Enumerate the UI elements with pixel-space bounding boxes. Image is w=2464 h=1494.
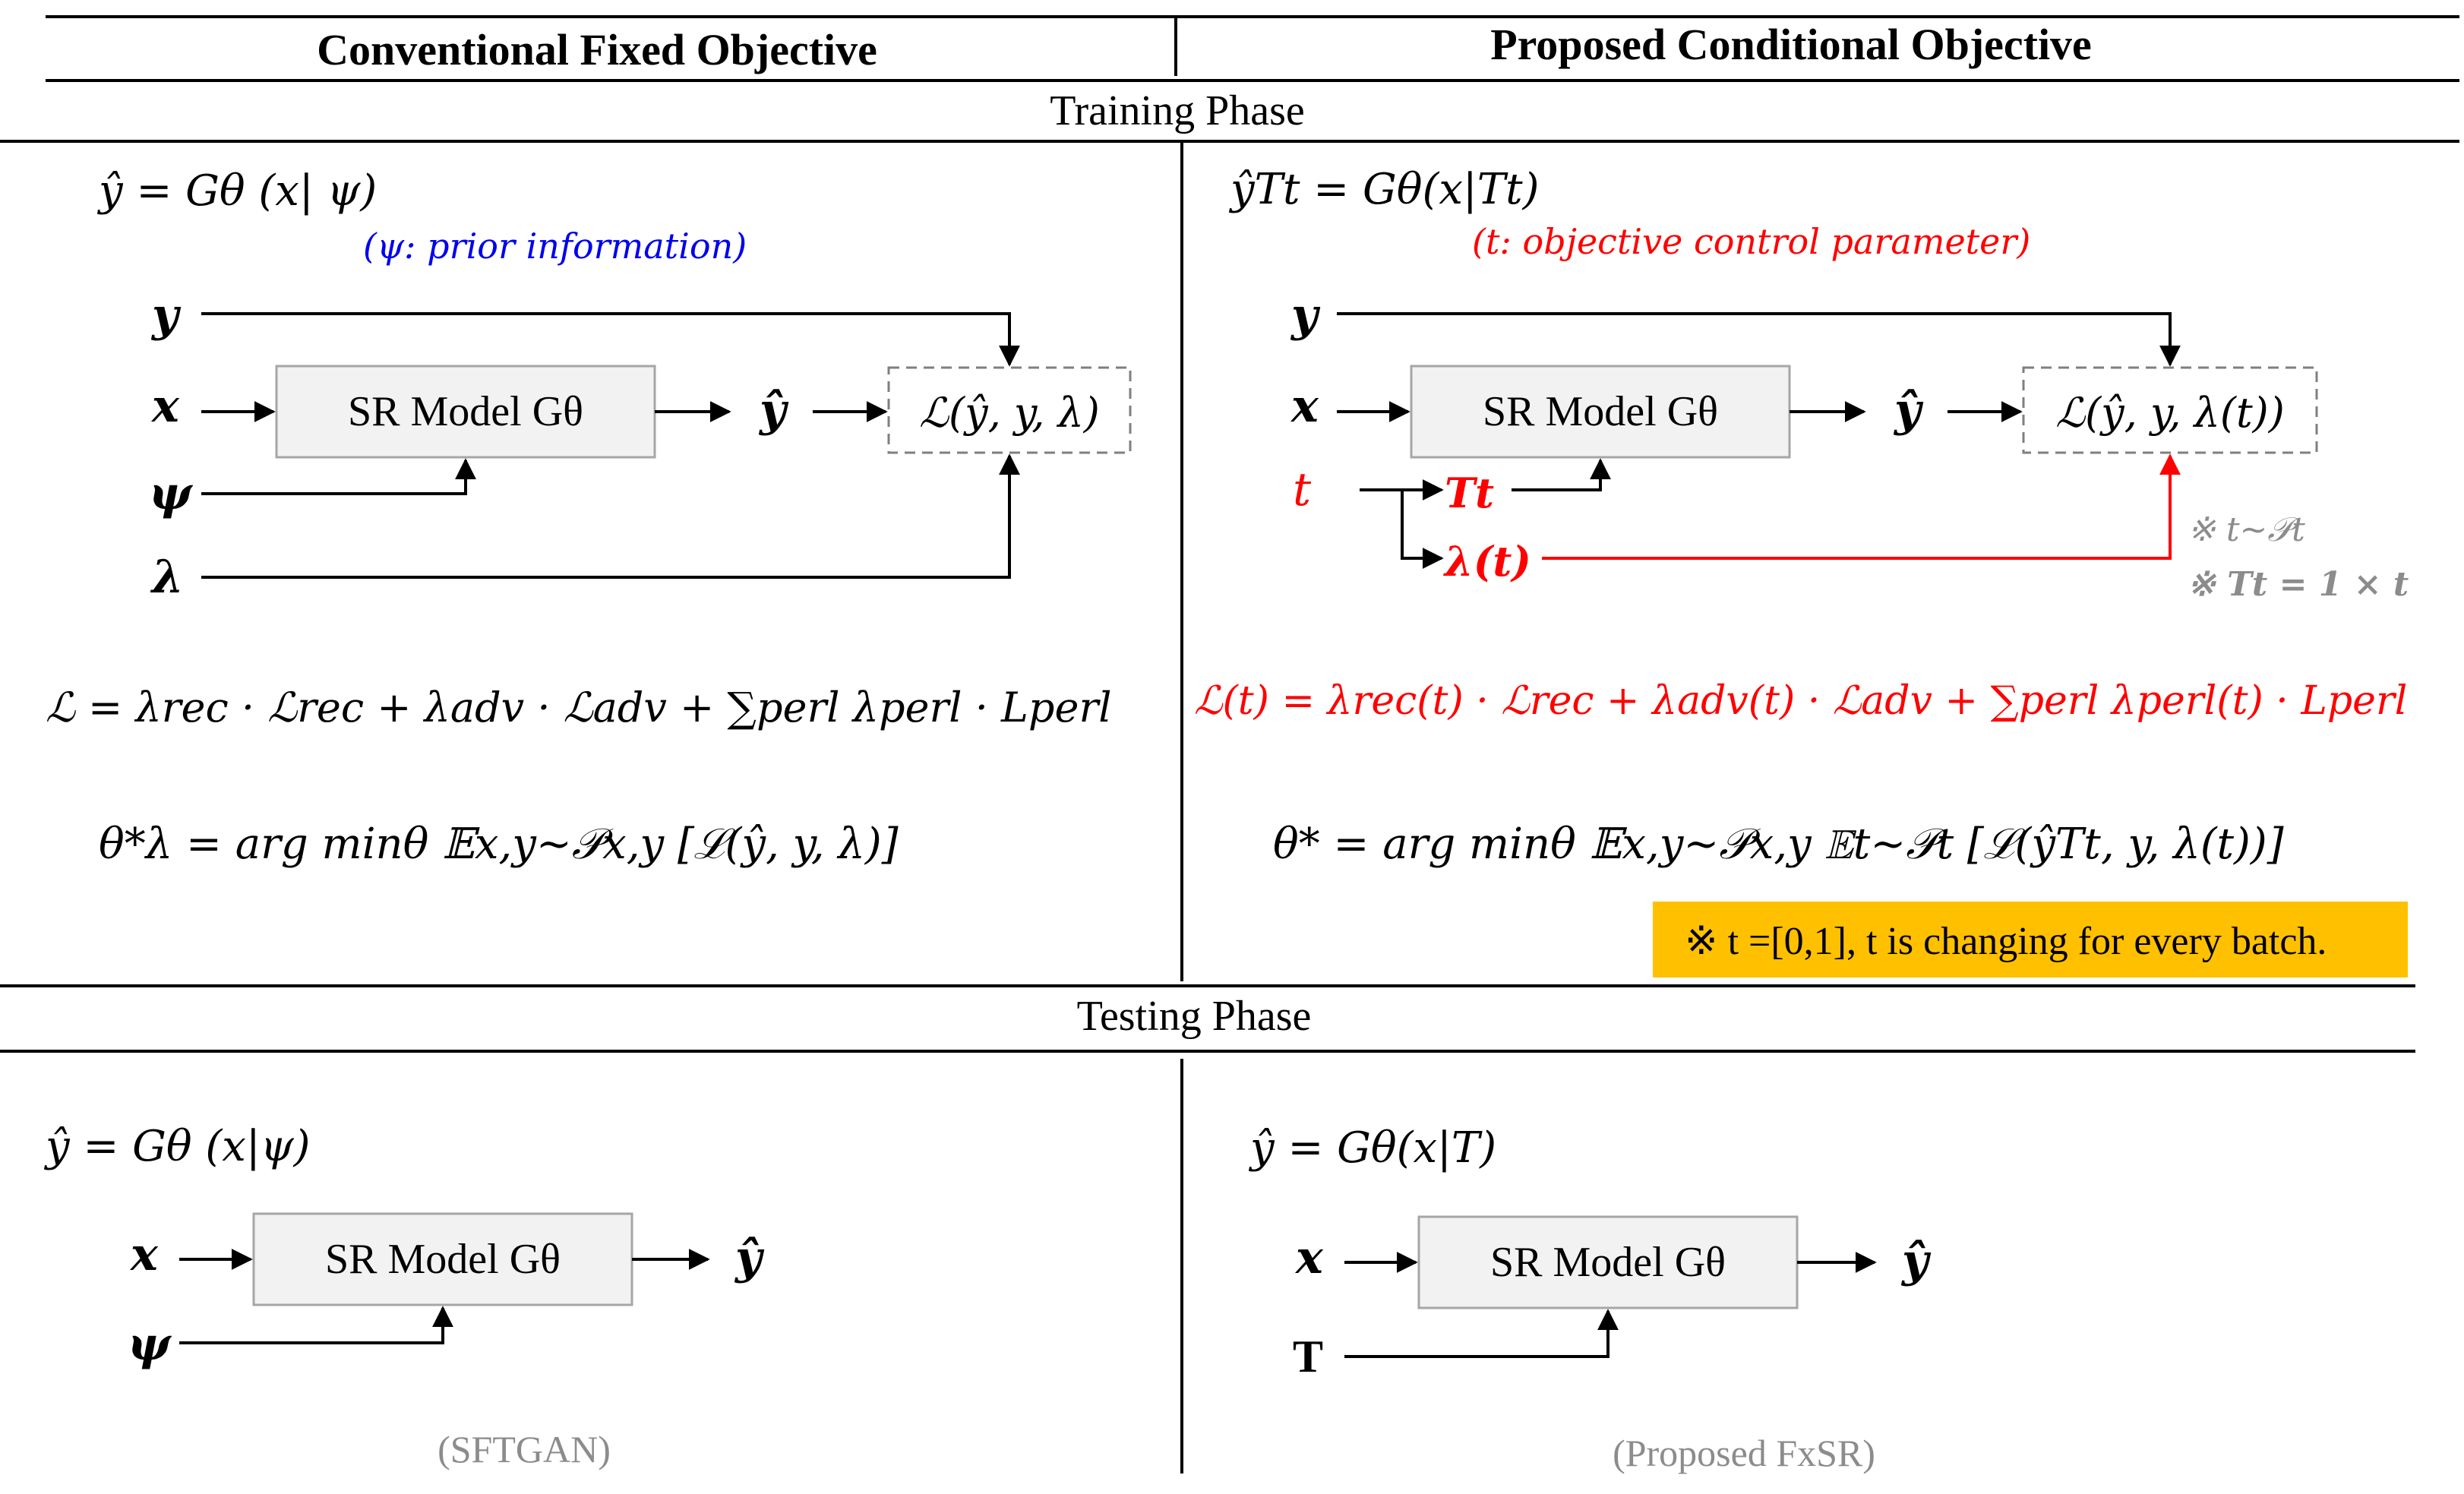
input-lambda: λ xyxy=(150,551,184,604)
testing-proposed: ŷ = Gθ(x|T) x T SR Model Gθ ŷ (Proposed … xyxy=(1248,1123,1932,1474)
arrow-lambda-to-loss xyxy=(201,453,1020,579)
generator-equation: ŷ = Gθ (x| ψ) xyxy=(96,166,377,216)
input-psi: ψ xyxy=(128,1318,172,1371)
sr-model-box xyxy=(1410,365,1791,459)
sr-model-label: SR Model Gθ xyxy=(1490,1239,1726,1286)
caption-fxsr: (Proposed FxSR) xyxy=(1613,1432,1875,1474)
loss-box xyxy=(2022,366,2318,454)
training-conventional: ŷ = Gθ (x| ψ) (ψ: prior information) y x… xyxy=(46,166,1132,869)
arrow-y-to-loss xyxy=(201,312,1020,367)
input-T: T xyxy=(1293,1331,1323,1382)
optimal-theta-equation: θ*λ = arg minθ 𝔼x,y~𝒫x,y [ℒ(ŷ, y, λ)] xyxy=(99,820,899,869)
sr-model-box xyxy=(1417,1215,1799,1309)
batch-note: ※ t =[0,1], t is changing for every batc… xyxy=(1685,920,2327,963)
input-x: x xyxy=(1294,1231,1324,1284)
input-y: y xyxy=(150,289,182,342)
arrow-T-to-model xyxy=(1344,1309,1619,1358)
input-psi: ψ xyxy=(149,467,194,520)
arrow-y-to-loss xyxy=(1337,312,2181,367)
input-t: t xyxy=(1293,463,1312,516)
conditional-loss-equation: ℒ(t) = λrec(t) · ℒrec + λadv(t) · ℒadv +… xyxy=(1194,678,2407,724)
sr-model-label: SR Model Gθ xyxy=(325,1236,561,1283)
arrow-lambda-t-to-loss xyxy=(1542,453,2181,560)
loss-equation: ℒ = λrec · ℒrec + λadv · ℒadv + ∑perl λp… xyxy=(46,684,1112,731)
header-proposed: Proposed Conditional Objective xyxy=(1490,20,2092,69)
header-conventional: Conventional Fixed Objective xyxy=(317,25,877,74)
control-parameter-note: (t: objective control parameter) xyxy=(1472,221,2030,262)
testing-conventional: ŷ = Gθ (x|ψ) x ψ SR Model Gθ ŷ (SFTGAN) xyxy=(43,1122,765,1470)
frame-lines xyxy=(0,15,2459,1473)
caption-sftgan: (SFTGAN) xyxy=(438,1428,611,1470)
header-testing-phase: Testing Phase xyxy=(1077,993,1312,1040)
output-y-hat: ŷ xyxy=(1893,384,1924,437)
batch-note-highlight xyxy=(1653,902,2408,978)
input-x: x xyxy=(150,380,180,433)
condition-definition-note: ※ Tt = 1 × t xyxy=(2188,565,2409,604)
condition-tensor-label: Tt xyxy=(1445,469,1494,517)
output-y-hat: ŷ xyxy=(1900,1234,1932,1287)
arrow-t-to-lambda xyxy=(1401,490,1444,569)
arrow-psi-to-model xyxy=(201,458,476,495)
sr-model-label: SR Model Gθ xyxy=(348,388,583,435)
test-generator-equation: ŷ = Gθ (x|ψ) xyxy=(43,1122,310,1171)
header-training-phase: Training Phase xyxy=(1050,87,1305,134)
arrow-psi-to-model xyxy=(179,1306,453,1344)
input-x: x xyxy=(129,1228,159,1281)
sr-model-box xyxy=(275,365,656,459)
loss-label: ℒ(ŷ, y, λ(t)) xyxy=(2055,389,2285,437)
loss-label: ℒ(ŷ, y, λ) xyxy=(919,389,1100,437)
output-y-hat: ŷ xyxy=(734,1231,765,1284)
conditional-theta-equation: θ* = arg minθ 𝔼x,y~𝒫x,y 𝔼t~𝒫t [ℒ(ŷTt, y,… xyxy=(1273,820,2284,869)
sr-model-label: SR Model Gθ xyxy=(1483,388,1718,435)
input-x: x xyxy=(1290,380,1319,433)
prior-information-note: (ψ: prior information) xyxy=(363,226,747,267)
conditional-generator-equation: ŷTt = Gθ(x|Tt) xyxy=(1228,165,1539,214)
sampling-note: ※ t~𝒫t xyxy=(2188,510,2305,549)
training-proposed: ŷTt = Gθ(x|Tt) (t: objective control par… xyxy=(1194,165,2409,978)
arrow-tt-to-model xyxy=(1512,458,1611,491)
test-conditional-generator-equation: ŷ = Gθ(x|T) xyxy=(1248,1123,1496,1173)
loss-box xyxy=(887,366,1132,454)
input-y: y xyxy=(1290,289,1321,342)
output-y-hat: ŷ xyxy=(758,384,789,437)
lambda-t-label: λ(t) xyxy=(1443,537,1531,586)
